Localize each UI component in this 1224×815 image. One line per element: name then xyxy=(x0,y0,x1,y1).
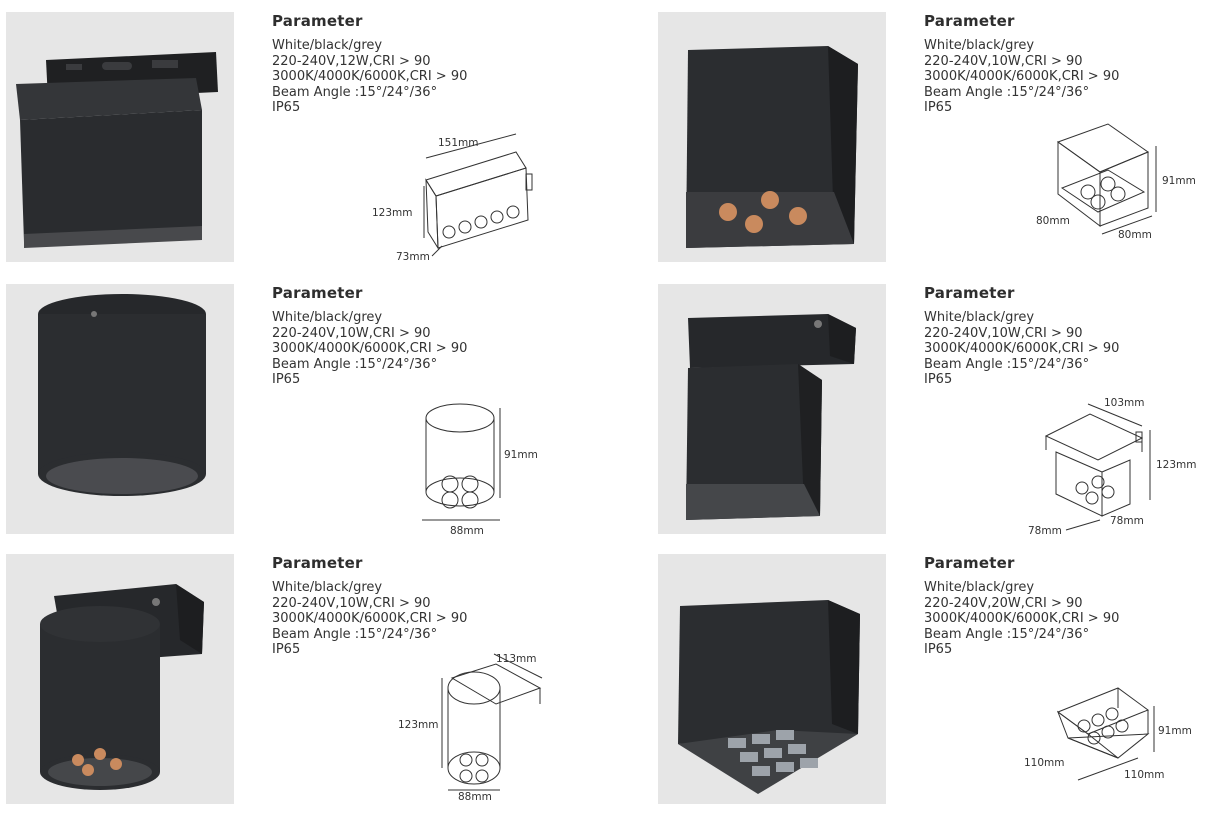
product-card-1: Parameter White/black/grey 220-240V,12W,… xyxy=(6,12,606,270)
spec-power: 220-240V,12W,CRI > 90 xyxy=(272,53,431,69)
spec-beam-angle: Beam Angle :15°/24°/36° xyxy=(924,356,1090,372)
dimension-drawing: 113mm 123mm 88mm xyxy=(396,648,556,800)
dim-depth: 110mm xyxy=(1124,769,1165,781)
dim-depth: 80mm xyxy=(1118,229,1152,241)
spec-ip-rating: IP65 xyxy=(272,642,301,657)
dimension-drawing: 91mm 80mm 80mm xyxy=(1028,122,1208,242)
spec-beam-angle: Beam Angle :15°/24°/36° xyxy=(924,84,1090,100)
spec-ip-rating: IP65 xyxy=(272,372,301,387)
dim-depth: 78mm xyxy=(1110,515,1144,527)
product-card-3: Parameter White/black/grey 220-240V,10W,… xyxy=(6,284,606,542)
spec-ip-rating: IP65 xyxy=(924,100,953,115)
dim-height: 123mm xyxy=(372,207,413,219)
parameter-heading: Parameter xyxy=(272,284,363,302)
parameter-heading: Parameter xyxy=(924,284,1015,302)
parameter-heading: Parameter xyxy=(272,12,363,30)
spec-power: 220-240V,20W,CRI > 90 xyxy=(924,595,1083,611)
dim-width: 73mm xyxy=(396,251,430,263)
dim-height: 91mm xyxy=(1158,725,1192,737)
spec-color: White/black/grey xyxy=(924,580,1035,595)
parameter-heading: Parameter xyxy=(272,554,363,572)
spec-cct: 3000K/4000K/6000K,CRI > 90 xyxy=(272,341,468,356)
product-photo xyxy=(6,554,234,804)
product-card-4: Parameter White/black/grey 220-240V,10W,… xyxy=(658,284,1224,542)
spec-beam-angle: Beam Angle :15°/24°/36° xyxy=(924,626,1090,642)
product-photo xyxy=(658,554,886,804)
spec-color: White/black/grey xyxy=(272,580,383,595)
spec-power: 220-240V,10W,CRI > 90 xyxy=(272,325,431,341)
dim-length: 151mm xyxy=(438,137,479,149)
spec-cct: 3000K/4000K/6000K,CRI > 90 xyxy=(924,611,1120,626)
product-photo xyxy=(6,284,234,534)
spec-power: 220-240V,10W,CRI > 90 xyxy=(924,325,1083,341)
dim-width: 80mm xyxy=(1036,215,1070,227)
parameter-heading: Parameter xyxy=(924,554,1015,572)
spec-beam-angle: Beam Angle :15°/24°/36° xyxy=(272,84,438,100)
dim-diameter: 88mm xyxy=(450,525,484,537)
dim-height: 91mm xyxy=(1162,175,1196,187)
parameter-heading: Parameter xyxy=(924,12,1015,30)
spec-color: White/black/grey xyxy=(924,38,1035,53)
dim-width: 78mm xyxy=(1028,525,1062,537)
spec-cct: 3000K/4000K/6000K,CRI > 90 xyxy=(924,341,1120,356)
dim-height: 91mm xyxy=(504,449,538,461)
spec-color: White/black/grey xyxy=(272,310,383,325)
product-photo xyxy=(658,12,886,262)
spec-color: White/black/grey xyxy=(924,310,1035,325)
spec-beam-angle: Beam Angle :15°/24°/36° xyxy=(272,356,438,372)
product-card-2: Parameter White/black/grey 220-240V,10W,… xyxy=(658,12,1224,270)
product-photo xyxy=(658,284,886,534)
dimension-drawing: 91mm 110mm 110mm xyxy=(1018,678,1208,788)
dim-length: 103mm xyxy=(1104,397,1145,409)
dimension-drawing: 91mm 88mm xyxy=(416,402,566,538)
dim-width: 110mm xyxy=(1024,757,1065,769)
spec-power: 220-240V,10W,CRI > 90 xyxy=(924,53,1083,69)
product-card-6: Parameter White/black/grey 220-240V,20W,… xyxy=(658,554,1224,812)
spec-color: White/black/grey xyxy=(272,38,383,53)
spec-ip-rating: IP65 xyxy=(924,372,953,387)
spec-ip-rating: IP65 xyxy=(924,642,953,657)
dim-length: 113mm xyxy=(496,653,537,665)
dim-height: 123mm xyxy=(1156,459,1197,471)
product-card-5: Parameter White/black/grey 220-240V,10W,… xyxy=(6,554,606,812)
dim-height: 123mm xyxy=(398,719,439,731)
spec-cct: 3000K/4000K/6000K,CRI > 90 xyxy=(924,69,1120,84)
spec-cct: 3000K/4000K/6000K,CRI > 90 xyxy=(272,611,468,626)
spec-beam-angle: Beam Angle :15°/24°/36° xyxy=(272,626,438,642)
dimension-drawing: 103mm 123mm 78mm 78mm xyxy=(1026,396,1216,538)
product-photo xyxy=(6,12,234,262)
spec-ip-rating: IP65 xyxy=(272,100,301,115)
spec-power: 220-240V,10W,CRI > 90 xyxy=(272,595,431,611)
dimension-drawing: 151mm 123mm 73mm xyxy=(366,130,556,265)
dim-diameter: 88mm xyxy=(458,791,492,800)
spec-cct: 3000K/4000K/6000K,CRI > 90 xyxy=(272,69,468,84)
